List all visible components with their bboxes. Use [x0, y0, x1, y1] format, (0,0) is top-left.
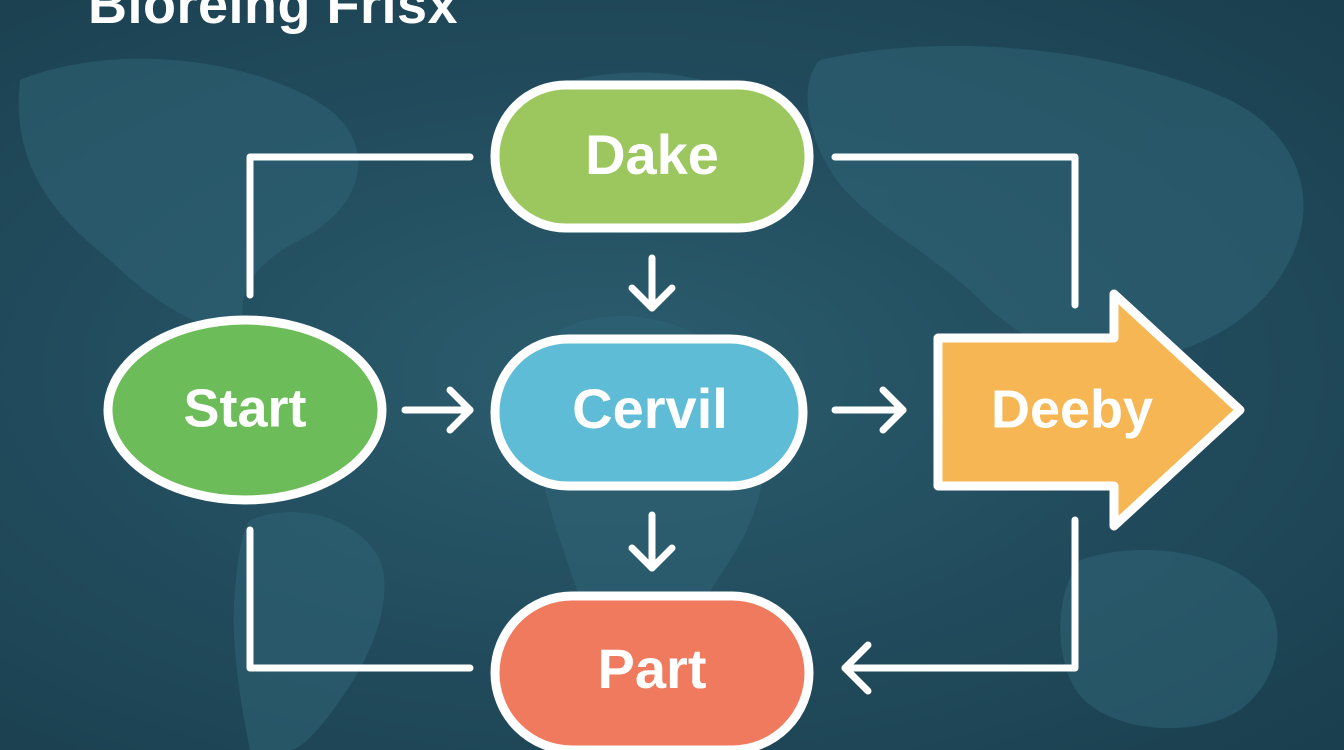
arrow-start-to-cervil — [401, 386, 474, 434]
node-start: Start — [103, 315, 387, 505]
connector-dake-to-start — [246, 153, 474, 299]
connector-dake-to-deeby — [831, 153, 1079, 309]
node-deeby-label: Deeby — [991, 379, 1153, 439]
asia-shape — [807, 45, 1304, 362]
arrow-cervil-to-deeby — [831, 386, 907, 434]
south-america-shape — [233, 512, 385, 750]
node-deeby: Deeby — [933, 289, 1245, 531]
node-dake-label: Dake — [585, 123, 719, 186]
diagram-title: Bioreing Frisx — [88, 0, 459, 35]
node-cervil: Cervil — [490, 334, 808, 491]
arrow-cervil-to-part — [628, 511, 676, 572]
connector-start-to-part — [246, 526, 474, 672]
arrow-dake-to-cervil — [628, 254, 676, 312]
connector-deeby-to-part — [841, 516, 1079, 672]
north-america-shape — [18, 58, 359, 340]
node-part-label: Part — [598, 637, 707, 700]
node-part: Part — [490, 591, 814, 750]
australia-shape — [1060, 550, 1278, 729]
japan-shape — [1250, 140, 1293, 240]
node-cervil-label: Cervil — [572, 377, 728, 440]
node-dake: Dake — [490, 80, 814, 233]
node-start-label: Start — [183, 378, 306, 438]
arrowhead-into-part — [841, 641, 872, 695]
